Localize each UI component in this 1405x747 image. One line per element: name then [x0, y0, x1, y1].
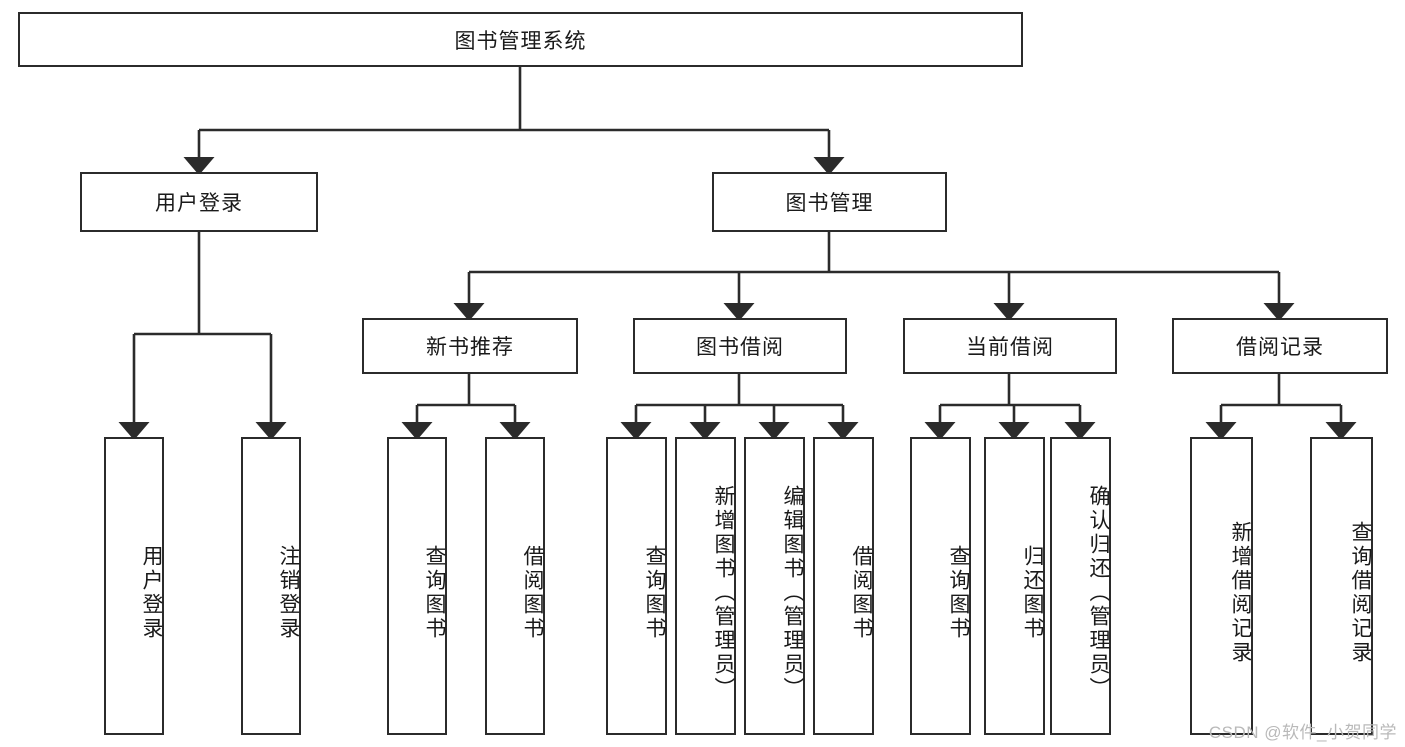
node-label: 新增图书（管理员） [712, 485, 735, 701]
node-label: 查询图书 [643, 545, 666, 641]
leaf-borrow-book[interactable]: 借阅图书 [813, 437, 874, 735]
leaf-query-book-borrow[interactable]: 查询图书 [606, 437, 667, 735]
node-label: 编辑图书（管理员） [781, 485, 804, 701]
leaf-edit-book-admin[interactable]: 编辑图书（管理员） [744, 437, 805, 735]
node-user-login[interactable]: 用户登录 [80, 172, 318, 232]
node-book-borrow[interactable]: 图书借阅 [633, 318, 847, 374]
node-label: 借阅记录 [1236, 336, 1324, 359]
leaf-add-borrow-record[interactable]: 新增借阅记录 [1190, 437, 1253, 735]
node-label: 用户登录 [140, 545, 163, 641]
leaf-query-book-current[interactable]: 查询图书 [910, 437, 971, 735]
node-borrow-record[interactable]: 借阅记录 [1172, 318, 1388, 374]
node-label: 查询图书 [423, 545, 446, 641]
csdn-watermark: CSDN @软件_小贺同学 [1208, 723, 1397, 742]
node-label: 当前借阅 [966, 336, 1054, 359]
node-label: 查询图书 [947, 545, 970, 641]
leaf-borrow-book-recommend[interactable]: 借阅图书 [485, 437, 545, 735]
node-label: 借阅图书 [850, 545, 873, 641]
leaf-add-book-admin[interactable]: 新增图书（管理员） [675, 437, 736, 735]
leaf-query-borrow-record[interactable]: 查询借阅记录 [1310, 437, 1373, 735]
node-label: 新增借阅记录 [1229, 521, 1252, 665]
node-label: 图书借阅 [696, 336, 784, 359]
node-book-management[interactable]: 图书管理 [712, 172, 947, 232]
node-label: 注销登录 [277, 545, 300, 641]
node-current-borrow[interactable]: 当前借阅 [903, 318, 1117, 374]
node-label: 图书管理 [785, 192, 874, 215]
leaf-confirm-return-admin[interactable]: 确认归还（管理员） [1050, 437, 1111, 735]
node-new-book-recommend[interactable]: 新书推荐 [362, 318, 578, 374]
node-label: 用户登录 [155, 192, 243, 215]
node-label: 确认归还（管理员） [1087, 485, 1110, 701]
leaf-return-book[interactable]: 归还图书 [984, 437, 1045, 735]
leaf-user-login[interactable]: 用户登录 [104, 437, 164, 735]
leaf-logout[interactable]: 注销登录 [241, 437, 301, 735]
node-label: 新书推荐 [426, 336, 514, 359]
node-label: 查询借阅记录 [1349, 521, 1372, 665]
node-label: 借阅图书 [521, 545, 544, 641]
node-root[interactable]: 图书管理系统 [18, 12, 1023, 67]
node-label: 图书管理系统 [454, 29, 587, 53]
leaf-query-book-recommend[interactable]: 查询图书 [387, 437, 447, 735]
node-label: 归还图书 [1021, 545, 1044, 641]
